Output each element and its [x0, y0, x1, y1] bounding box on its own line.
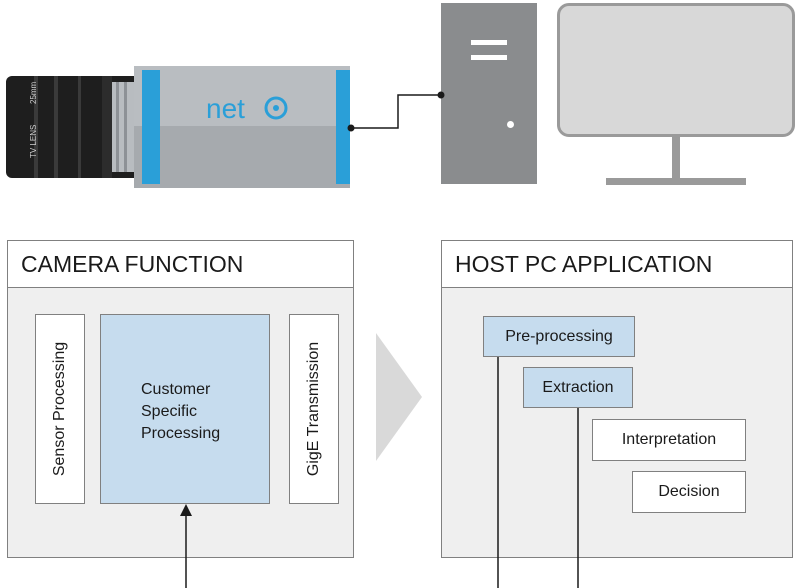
- drive-slot: [471, 40, 507, 45]
- camera-front-accent: [142, 70, 160, 184]
- customer-specific-processing-box: Customer Specific Processing: [100, 314, 270, 504]
- decision-step: Decision: [632, 471, 746, 513]
- drive-slot: [471, 55, 507, 60]
- camera-logo: net: [206, 93, 245, 124]
- monitor-base: [606, 178, 746, 185]
- extraction-step: Extraction: [523, 367, 633, 408]
- custom-processing-line: Specific: [141, 403, 198, 420]
- custom-processing-line: Customer: [141, 381, 211, 398]
- lens-label: TV LENS: [29, 125, 38, 158]
- gige-transmission-label: GigE Transmission: [305, 341, 322, 477]
- ethernet-cable: [351, 94, 441, 129]
- gige-transmission-box: GigE Transmission: [289, 314, 339, 504]
- camera-function-title: CAMERA FUNCTION: [8, 241, 353, 288]
- gige-camera-illustration: net TV LENS 25mm: [6, 66, 350, 188]
- camera-back-accent: [336, 70, 350, 184]
- monitor-stand: [672, 137, 680, 179]
- lens-ring: [112, 82, 134, 172]
- host-pc-application-title: HOST PC APPLICATION: [442, 241, 792, 288]
- lens-focal-label: 25mm: [29, 81, 38, 104]
- pre-processing-step: Pre-processing: [483, 316, 635, 357]
- camera-logo-mark: [264, 96, 288, 120]
- custom-processing-line: Processing: [141, 425, 221, 442]
- monitor-screen: [557, 3, 795, 137]
- pc-tower: [441, 3, 537, 184]
- sensor-processing-box: Sensor Processing: [35, 314, 85, 504]
- power-led-icon: [507, 121, 514, 128]
- sensor-processing-label: Sensor Processing: [51, 341, 68, 477]
- flow-arrow-icon: [376, 333, 422, 461]
- interpretation-step: Interpretation: [592, 419, 746, 461]
